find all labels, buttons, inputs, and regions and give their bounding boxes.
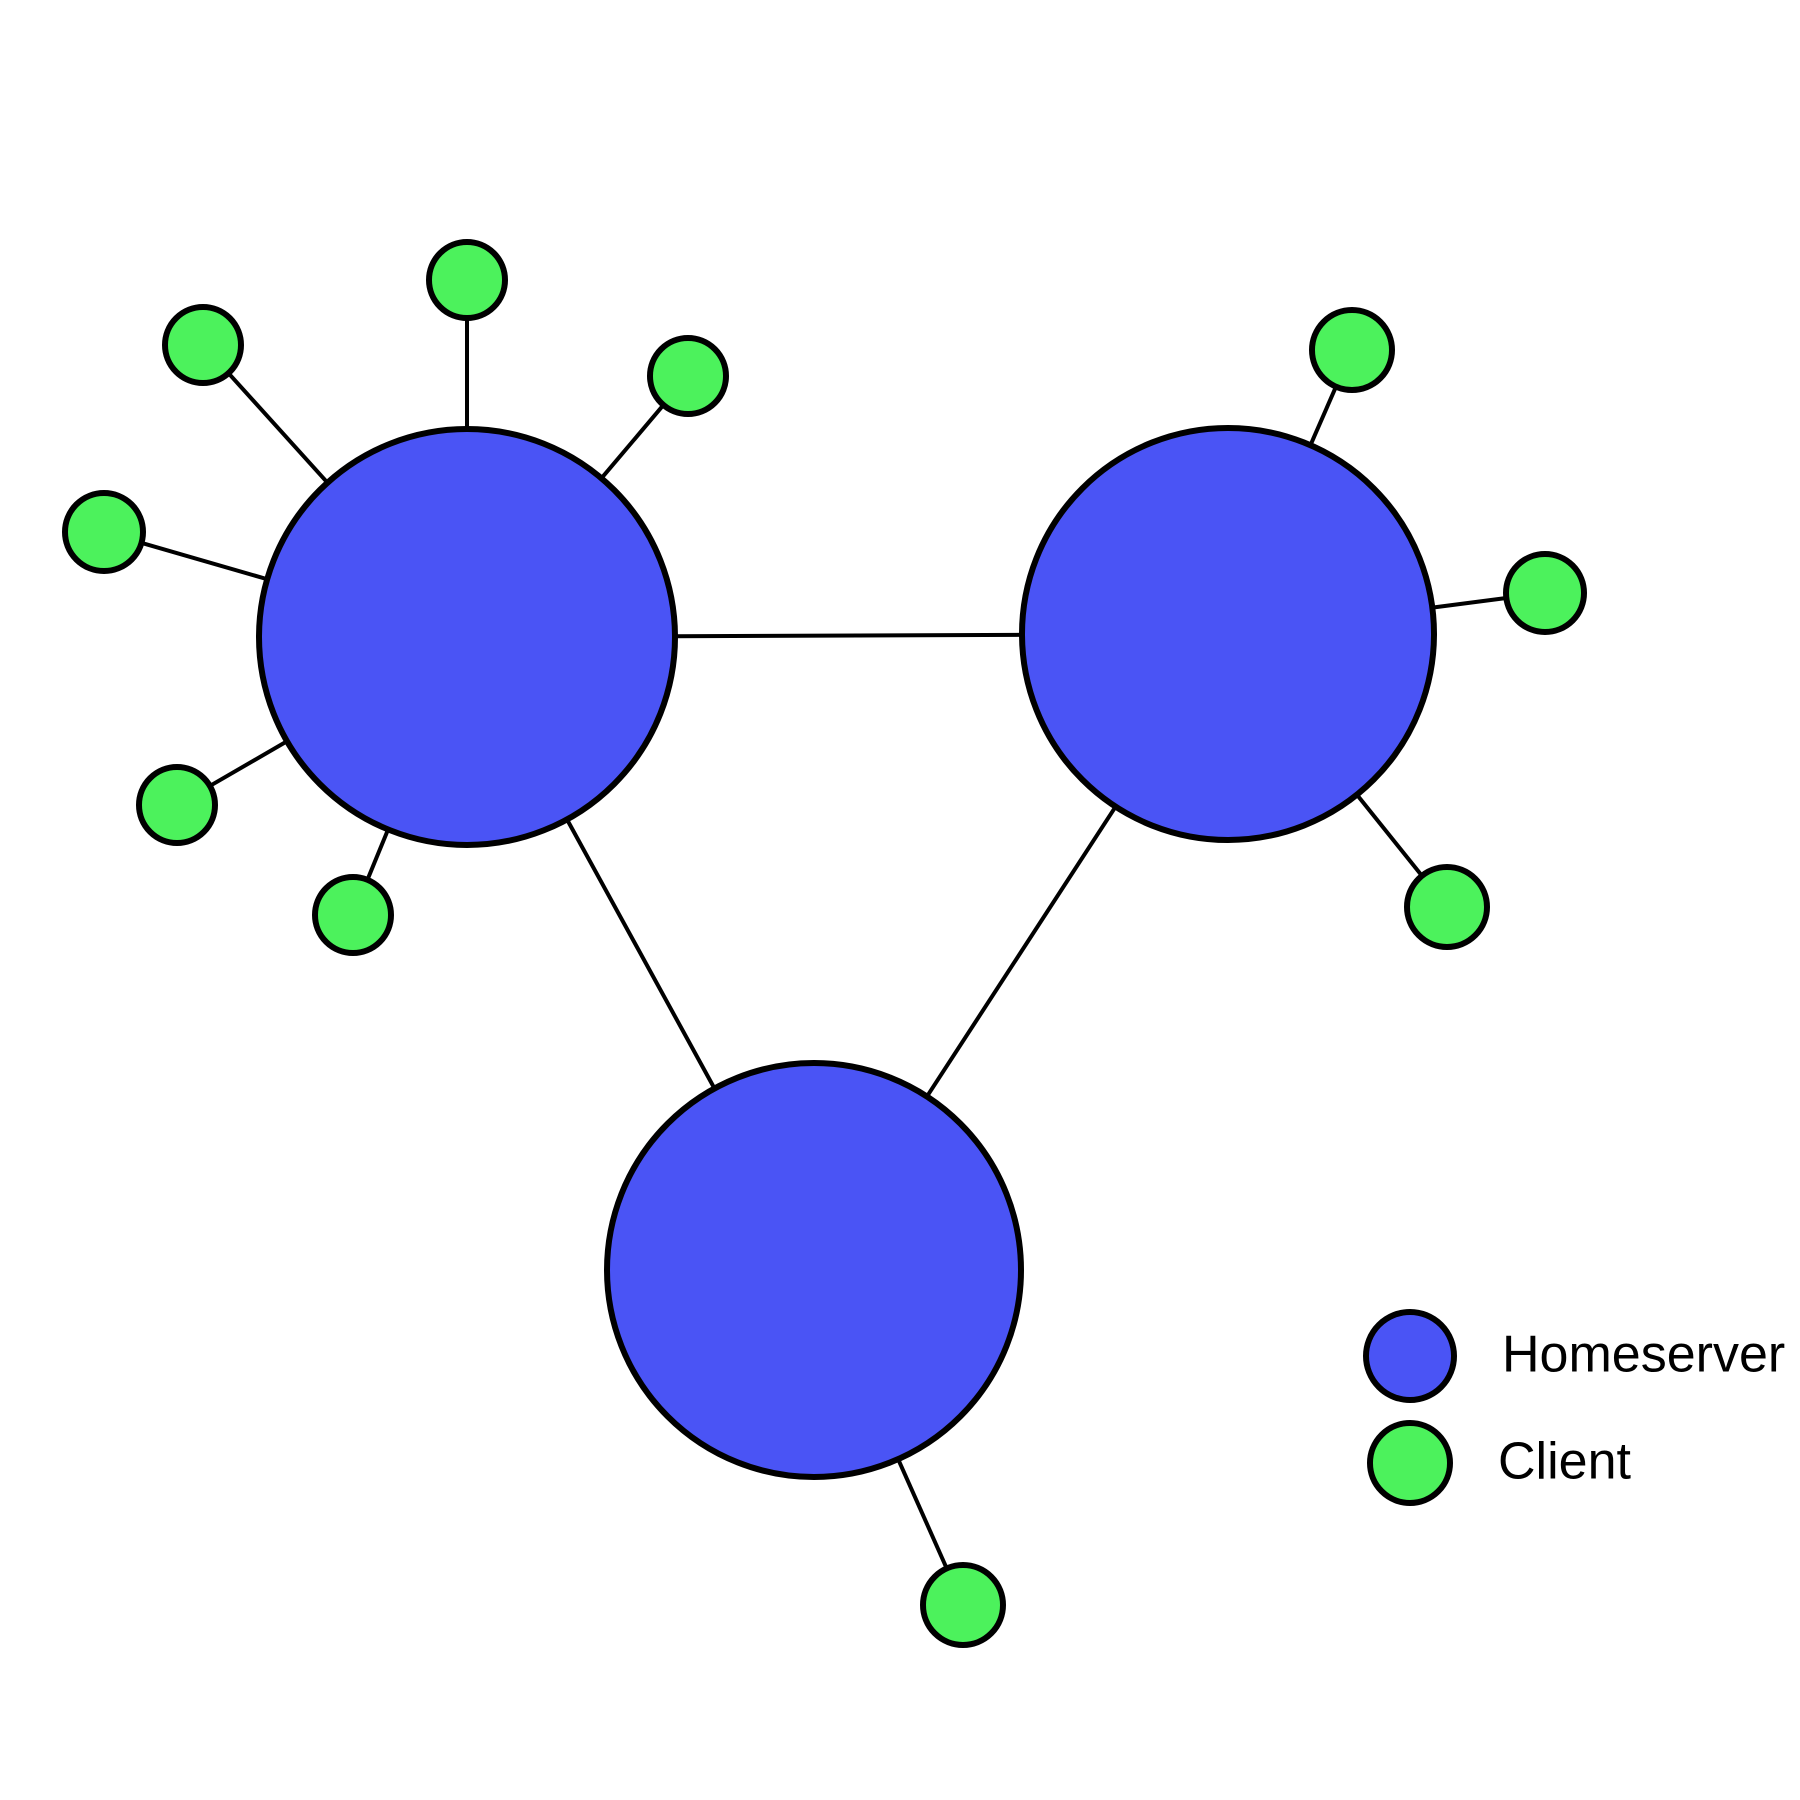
- node-client-c10[interactable]: [920, 1562, 1006, 1648]
- edge-hs-left-to-c5: [364, 826, 391, 883]
- edge-hs-right-to-c8: [1430, 595, 1509, 610]
- edge-hs-bottom-to-c10: [895, 1456, 950, 1572]
- edge-hs-left-to-hs-right: [672, 632, 1025, 639]
- node-client-c2[interactable]: [162, 304, 244, 386]
- legend-label-homeserver: Homeserver: [1502, 1326, 1785, 1384]
- edge-hs-left-to-c2: [225, 370, 331, 486]
- edge-hs-right-to-hs-bottom: [924, 803, 1119, 1100]
- legend-swatch-client-icon: [1367, 1420, 1453, 1506]
- node-client-c3[interactable]: [62, 490, 146, 574]
- edge-hs-left-to-hs-bottom: [564, 816, 718, 1092]
- node-client-c9[interactable]: [1404, 864, 1490, 950]
- nodes-layer: [62, 239, 1587, 1648]
- legend-swatch-homeserver-icon: [1363, 1309, 1457, 1403]
- node-client-c6[interactable]: [647, 335, 729, 417]
- node-client-c7[interactable]: [1309, 307, 1395, 393]
- edge-hs-left-to-c3: [138, 540, 270, 582]
- node-client-c5[interactable]: [312, 874, 394, 956]
- node-homeserver-hs-left[interactable]: [256, 426, 678, 848]
- legend-item-client: Client: [1367, 1420, 1631, 1506]
- edge-hs-left-to-c4: [207, 738, 290, 789]
- node-client-c8[interactable]: [1503, 551, 1587, 635]
- legend-label-client: Client: [1498, 1433, 1631, 1491]
- legend-item-homeserver: Homeserver: [1363, 1309, 1785, 1403]
- edge-hs-right-to-c7: [1307, 384, 1339, 448]
- edges-layer: [138, 316, 1509, 1572]
- edge-hs-right-to-c9: [1354, 791, 1425, 879]
- edge-hs-left-to-c6: [598, 402, 667, 482]
- node-client-c1[interactable]: [426, 239, 508, 321]
- node-homeserver-hs-bottom[interactable]: [604, 1060, 1024, 1480]
- node-homeserver-hs-right[interactable]: [1019, 425, 1437, 843]
- node-client-c4[interactable]: [136, 764, 218, 846]
